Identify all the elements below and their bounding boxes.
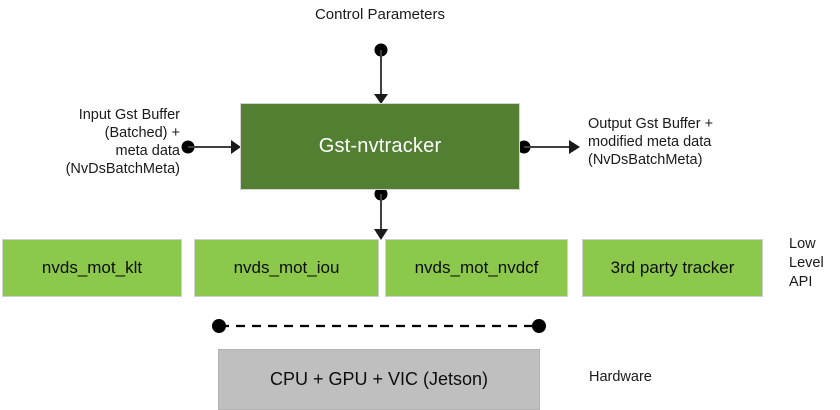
gst-nvtracker-block[interactable]: Gst-nvtracker	[240, 103, 520, 190]
gst-nvtracker-block-label: Gst-nvtracker	[318, 135, 442, 157]
lowlevel-to-hardware-link	[212, 319, 546, 333]
low-level-api-label: Low Level API	[789, 236, 824, 290]
low-level-box-label: nvds_mot_iou	[233, 258, 340, 277]
hardware-link-dot-right	[532, 319, 546, 333]
low-level-box-label: 3rd party tracker	[610, 258, 735, 277]
low-level-box-label: nvds_mot_klt	[41, 258, 143, 277]
low-level-box-3rd-party-tracker[interactable]: 3rd party tracker	[582, 239, 763, 297]
hardware-label: Hardware	[589, 369, 652, 385]
hardware-link-dot-left	[212, 319, 226, 333]
tracker-to-lowlevel-arrow	[374, 187, 388, 240]
control-parameters-arrow	[374, 43, 388, 104]
output-buffer-arrow	[517, 140, 580, 154]
low-level-box-nvds-mot-klt[interactable]: nvds_mot_klt	[2, 239, 182, 297]
control-parameters-label: Control Parameters	[314, 6, 446, 23]
low-level-box-nvds-mot-iou[interactable]: nvds_mot_iou	[194, 239, 379, 297]
input-buffer-dot	[181, 140, 195, 154]
low-level-box-nvds-mot-nvdcf[interactable]: nvds_mot_nvdcf	[385, 239, 568, 297]
hardware-block-label: CPU + GPU + VIC (Jetson)	[269, 369, 489, 389]
input-buffer-label: Input Gst Buffer (Batched) + meta data (…	[65, 107, 180, 177]
control-parameters-dot	[374, 43, 388, 57]
low-level-box-label: nvds_mot_nvdcf	[414, 258, 539, 277]
hardware-block[interactable]: CPU + GPU + VIC (Jetson)	[218, 349, 540, 410]
output-buffer-label: Output Gst Buffer + modified meta data (…	[588, 116, 714, 168]
input-buffer-arrow	[181, 140, 241, 154]
output-buffer-arrowhead	[569, 140, 580, 154]
